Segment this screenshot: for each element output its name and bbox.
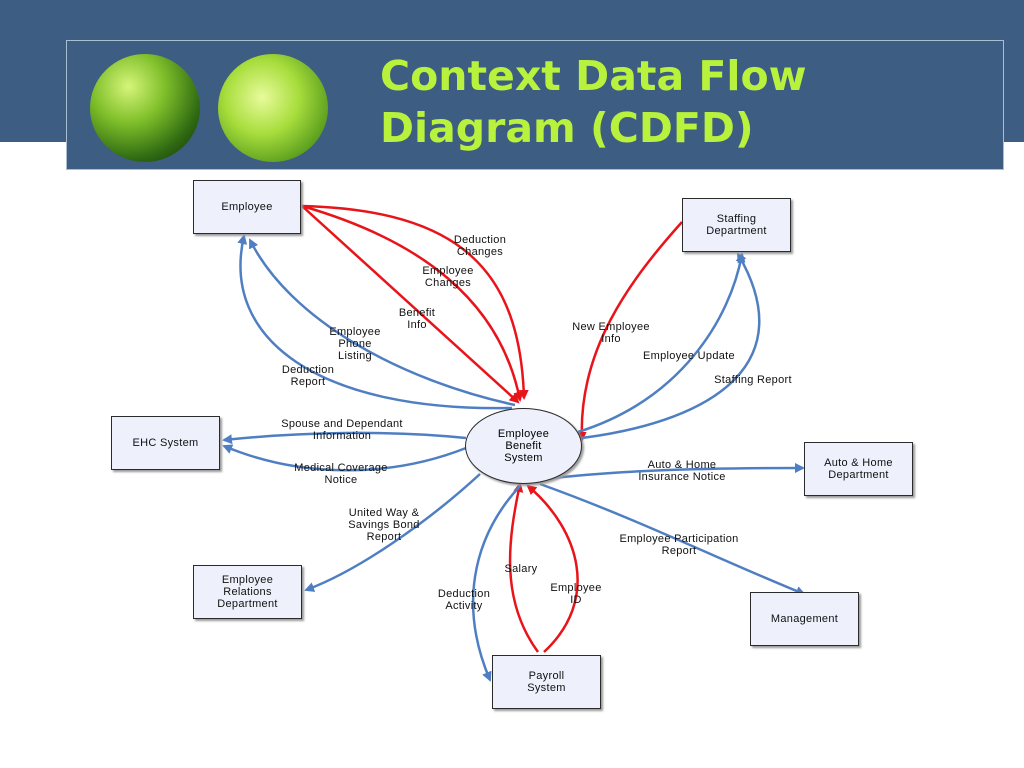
flow-benefit-info-arrow: [301, 205, 520, 404]
label-employee-update: Employee Update: [643, 350, 735, 362]
entity-auto-home-department: Auto & Home Department: [804, 442, 913, 496]
entity-employee: Employee: [193, 180, 301, 234]
label-salary: Salary: [504, 563, 538, 575]
label-employee-changes: Employee Changes: [422, 265, 474, 289]
flow-deduction-report-arrow: [237, 234, 513, 410]
label-employee-id: Employee ID: [550, 582, 602, 606]
label-staffing-report: Staffing Report: [714, 374, 792, 386]
flow-medical-notice-arrow: [222, 444, 467, 472]
label-united-way-report: United Way & Savings Bond Report: [348, 507, 420, 543]
label-auto-home-insurance-notice: Auto & Home Insurance Notice: [638, 459, 726, 483]
flow-participation-report-arrow: [539, 482, 806, 596]
leaf-photo-2: [218, 54, 328, 162]
flow-employee-changes-arrow: [301, 204, 524, 402]
slide-title-line-1: Context Data Flow: [380, 52, 807, 100]
flow-deduction-changes-arrow: [301, 204, 529, 400]
flow-deduction-activity-arrow: [471, 485, 521, 682]
process-employee-benefit-system: Employee Benefit System: [465, 408, 582, 484]
leaf-photo-1: [90, 54, 200, 162]
label-employee-participation-report: Employee Participation Report: [619, 533, 739, 557]
flow-phone-listing-arrow: [248, 238, 516, 407]
flow-united-way-arrow: [304, 473, 481, 592]
entity-employee-relations-department: Employee Relations Department: [193, 565, 302, 619]
flow-salary-arrow: [508, 482, 540, 653]
slide-title-line-2: Diagram (CDFD): [380, 104, 754, 152]
label-deduction-changes: Deduction Changes: [453, 234, 507, 258]
label-spouse-dependant-information: Spouse and Dependant Information: [281, 418, 403, 442]
flow-new-employee-info-arrow: [576, 221, 683, 442]
entity-payroll-system: Payroll System: [492, 655, 601, 709]
flow-spouse-info-arrow: [222, 431, 467, 445]
slide-title: Context Data Flow Diagram (CDFD): [380, 50, 940, 154]
entity-staffing-department: Staffing Department: [682, 198, 791, 252]
flow-employee-update-arrow: [577, 252, 746, 434]
label-employee-phone-listing: Employee Phone Listing: [329, 326, 381, 362]
label-new-employee-info: New Employee Info: [572, 321, 650, 345]
label-deduction-report: Deduction Report: [281, 364, 335, 388]
entity-management: Management: [750, 592, 859, 646]
label-benefit-info: Benefit Info: [398, 307, 436, 331]
label-medical-coverage-notice: Medical Coverage Notice: [294, 462, 388, 486]
flow-employee-id-arrow: [526, 484, 579, 653]
label-deduction-activity: Deduction Activity: [437, 588, 491, 612]
process-label: Employee Benefit System: [497, 428, 550, 464]
flow-staffing-report-arrow: [581, 252, 761, 440]
entity-ehc-system: EHC System: [111, 416, 220, 470]
